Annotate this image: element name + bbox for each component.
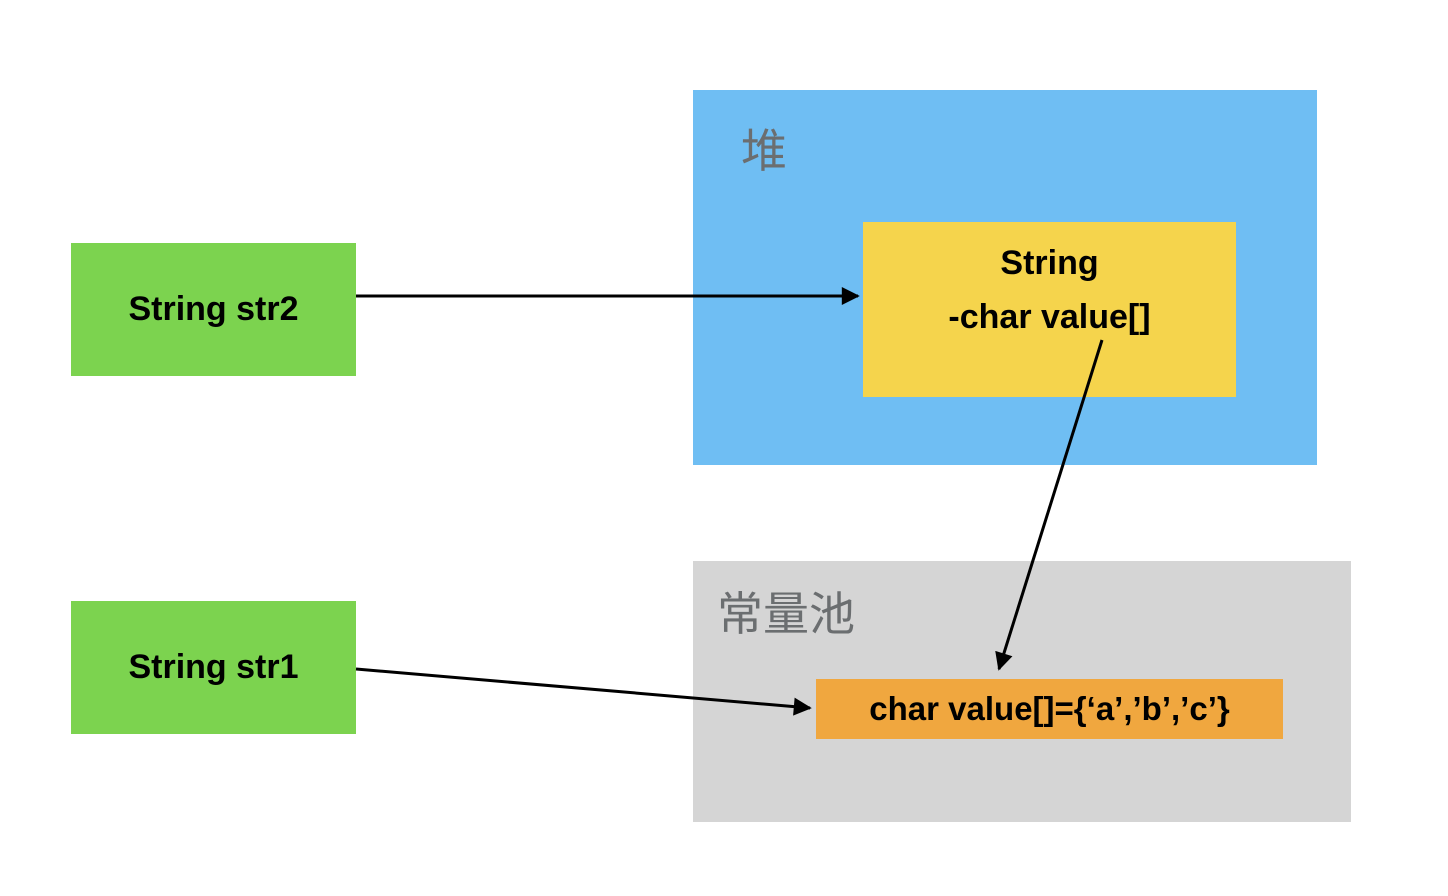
heap-region: 堆 String -char value[] xyxy=(693,90,1317,465)
string-str1-box: String str1 xyxy=(71,601,356,734)
constant-pool-label: 常量池 xyxy=(717,588,855,640)
char-array-value: char value[]={‘a’,’b’,’c’} xyxy=(869,690,1230,727)
string-str1-label: String str1 xyxy=(128,648,299,686)
heap-string-object-box: String -char value[] xyxy=(863,222,1236,397)
string-object-line1: String xyxy=(1000,244,1099,282)
string-str2-label: String str2 xyxy=(128,290,299,328)
string-object-line2: -char value[] xyxy=(948,298,1151,336)
constant-pool-region: 常量池 char value[]={‘a’,’b’,’c’} xyxy=(693,561,1351,822)
heap-region-label: 堆 xyxy=(741,125,787,177)
string-str2-box: String str2 xyxy=(71,243,356,376)
char-array-box: char value[]={‘a’,’b’,’c’} xyxy=(816,679,1283,739)
